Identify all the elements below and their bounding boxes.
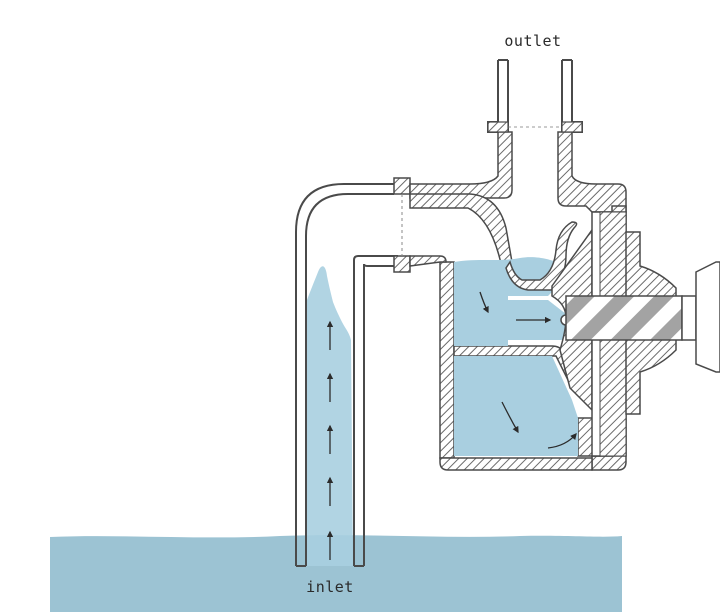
inlet-pipe [295,183,398,567]
inlet-flange [393,177,411,273]
inlet-label: inlet [306,578,354,596]
reservoir-water [50,535,622,612]
casing-flow-arrows [479,291,577,449]
lower-chamber-water [454,356,578,456]
pump-shaft [565,261,720,373]
outlet-pipe [487,59,583,133]
outlet-label: outlet [504,32,561,50]
inlet-water-column [307,266,353,566]
